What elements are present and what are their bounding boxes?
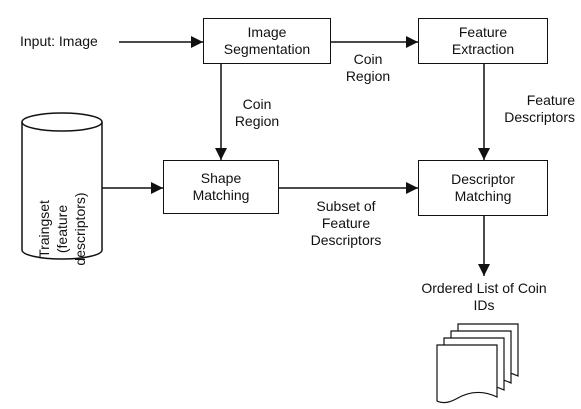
descriptor-line-2: Matching [454, 188, 512, 204]
input-label: Input: Image [20, 33, 98, 49]
image-segmentation-box: Image Segmentation [203, 18, 331, 64]
document-stack-icon [436, 323, 519, 404]
edge-label-subset: Subset of Feature Descriptors [296, 198, 396, 249]
subset-line-1: Subset of [316, 198, 376, 214]
descriptor-line-1: Descriptor [451, 171, 515, 187]
subset-line-3: Descriptors [310, 232, 382, 248]
feature-descriptors-line-1: Feature [526, 92, 575, 108]
output-label: Ordered List of Coin IDs [399, 280, 569, 314]
shape-line-2: Matching [192, 187, 250, 203]
coin-region-down-line-1: Coin [242, 96, 272, 112]
edge-label-coin-region-down: Coin Region [229, 96, 285, 130]
extraction-line-2: Extraction [451, 41, 515, 57]
trainset-line-3: descriptors) [72, 192, 88, 266]
subset-line-2: Feature [321, 215, 371, 231]
feature-extraction-box: Feature Extraction [418, 18, 548, 64]
trainset-line-1: Traingset [36, 200, 52, 258]
coin-region-down-line-2: Region [234, 113, 280, 129]
descriptor-matching-box: Descriptor Matching [418, 160, 548, 216]
shape-matching-box: Shape Matching [163, 160, 279, 214]
coin-region-right-line-1: Coin [353, 51, 383, 67]
trainset-cylinder [21, 112, 103, 260]
edge-label-feature-descriptors: Feature Descriptors [477, 92, 575, 126]
segmentation-line-1: Image [247, 24, 287, 40]
feature-descriptors-line-2: Descriptors [504, 109, 575, 125]
edge-label-coin-region-right: Coin Region [343, 51, 393, 85]
trainset-line-2: (feature [54, 204, 70, 254]
extraction-line-1: Feature [458, 24, 508, 40]
shape-line-1: Shape [200, 170, 242, 186]
segmentation-line-2: Segmentation [223, 41, 311, 57]
output-label-line-2: IDs [473, 297, 495, 313]
output-label-line-1: Ordered List of Coin [421, 280, 547, 296]
coin-region-right-line-2: Region [345, 68, 391, 84]
